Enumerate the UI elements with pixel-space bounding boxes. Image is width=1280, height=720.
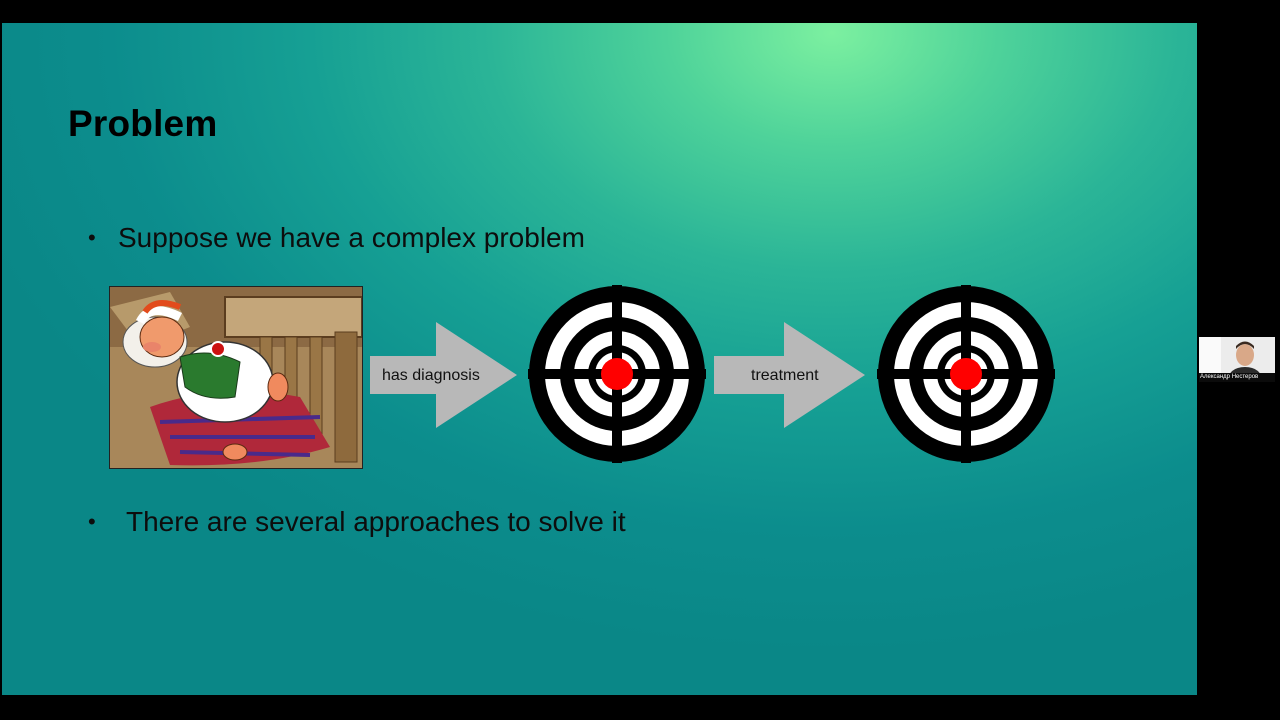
bullet-text-2: There are several approaches to solve it: [126, 506, 626, 537]
has-diagnosis-label: has diagnosis: [382, 367, 480, 384]
participant-video-thumbnail[interactable]: Александр Нестеров: [1199, 337, 1275, 382]
treatment-arrow: [714, 322, 865, 428]
target-icon: [528, 285, 706, 463]
participant-name: Александр Нестеров: [1199, 373, 1275, 382]
target-icon: [877, 285, 1055, 463]
presentation-slide: Problem • Suppose we have a complex prob…: [2, 23, 1197, 695]
bullet-text-1: Suppose we have a complex problem: [118, 222, 585, 253]
treatment-label: treatment: [751, 367, 819, 384]
bullet-symbol: •: [88, 225, 96, 250]
sick-patient-illustration: [109, 286, 363, 469]
slide-title: Problem: [68, 103, 218, 144]
bullet-symbol: •: [88, 509, 96, 534]
has-diagnosis-arrow: [370, 322, 517, 428]
